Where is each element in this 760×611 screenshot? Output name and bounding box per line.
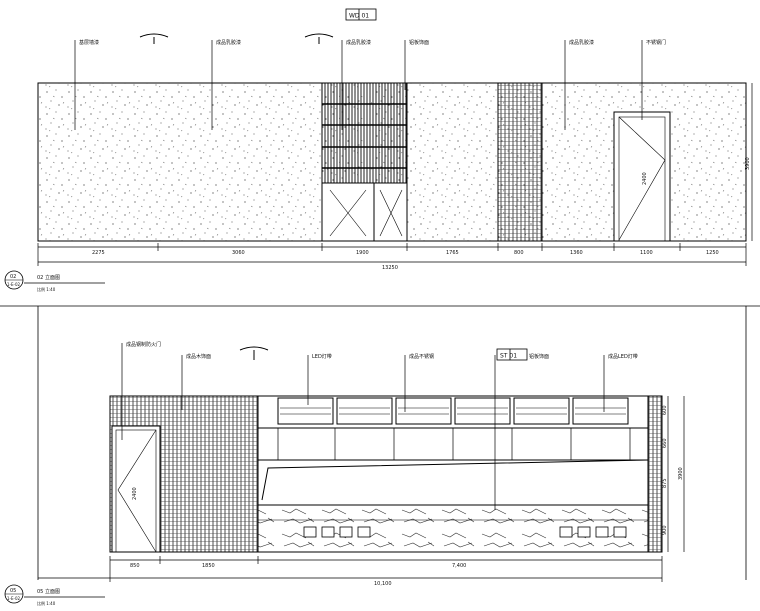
callout-2: 成品乳胶漆 [346, 39, 371, 46]
right-dim-1: 660 [662, 438, 668, 448]
right-dim-3: 900 [662, 525, 668, 535]
label-scale: 比例 1:40 [37, 286, 56, 292]
total-dim: 10,100 [374, 581, 392, 587]
label-title: 02 立面图 [37, 274, 60, 281]
dim-0: 850 [130, 563, 140, 569]
door-dim: 2400 [132, 487, 138, 500]
dim-1: 3060 [232, 250, 245, 256]
slat-panel [321, 82, 408, 184]
fire-door [111, 425, 161, 553]
right-dim-2: 875 [662, 478, 668, 488]
dim-4: 800 [514, 250, 524, 256]
door-dim: 2400 [642, 172, 648, 185]
dim-1: 1850 [202, 563, 215, 569]
callout-2: LED灯带 [312, 353, 332, 360]
grille-column [497, 82, 543, 242]
material-tag: ST 01 [500, 353, 517, 360]
right-dim-0: 600 [662, 405, 668, 415]
dim-6: 1100 [640, 250, 653, 256]
dim-2: 7,400 [452, 563, 466, 569]
dim-2: 1900 [356, 250, 369, 256]
callout-5: 不锈钢门 [646, 39, 666, 46]
label-num: 05 [10, 588, 16, 594]
material-tag: WD 01 [349, 13, 369, 20]
height-dim: 3900 [678, 467, 684, 480]
callout-0: 成品钢制防火门 [126, 341, 161, 348]
callout-4: 成品乳胶漆 [569, 39, 594, 46]
callout-5: 成品LED灯带 [608, 353, 638, 360]
label-title: 05 立面图 [37, 588, 60, 595]
total-dim: 13250 [382, 265, 398, 271]
dim-7: 1250 [706, 250, 719, 256]
dim-0: 2275 [92, 250, 105, 256]
dim-5: 1360 [570, 250, 583, 256]
callout-3: 成品不锈钢 [409, 353, 434, 360]
label-scale: 比例 1:40 [37, 600, 56, 606]
height-dim: 3900 [745, 157, 751, 170]
label-num: 02 [10, 274, 16, 280]
elevation-05: 成品钢制防火门 成品木饰面 LED灯带 成品不锈钢 铝板饰面 成品LED灯带 S… [4, 341, 685, 606]
dim-3: 1765 [446, 250, 459, 256]
label-ref: 1-E-02 [7, 596, 21, 601]
glass-door [321, 182, 408, 242]
callout-1: 成品乳胶漆 [216, 39, 241, 46]
elevation-02: 基层墙漆 成品乳胶漆 成品乳胶漆 铝板饰面 成品乳胶漆 不锈钢门 WD 01 2… [4, 8, 753, 292]
label-ref: 1-E-02 [7, 282, 21, 287]
callout-3: 铝板饰面 [409, 39, 429, 46]
callout-4: 铝板饰面 [529, 353, 549, 360]
callout-1: 成品木饰面 [186, 353, 211, 360]
callout-0: 基层墙漆 [79, 39, 99, 46]
